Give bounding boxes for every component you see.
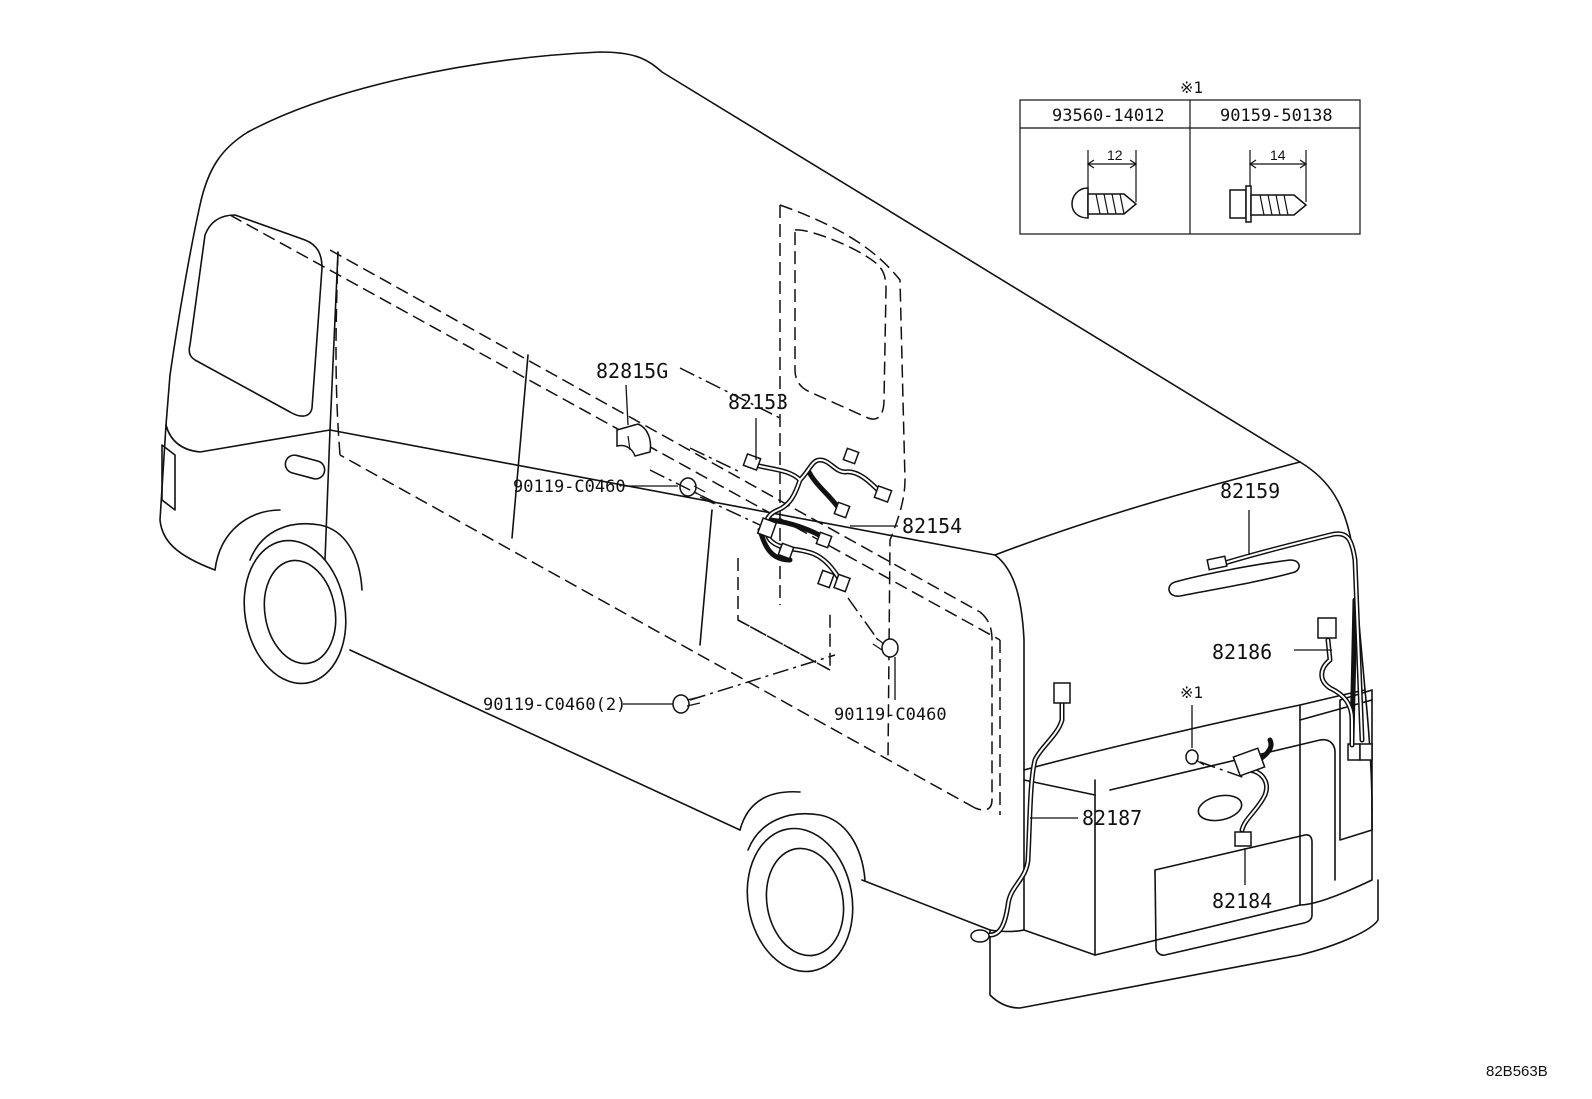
van-body-outline [159,51,1379,1009]
label-82186: 82186 [1212,640,1272,664]
left-wire-harness [970,682,1071,943]
right-wire-harness [1317,617,1355,748]
label-90119-right: 90119-C0460 [834,705,947,725]
table-col2-part: 90159-50138 [1220,106,1333,126]
label-82184: 82184 [1212,889,1272,913]
label-82154: 82154 [902,514,962,538]
table-col1-dim: 12 [1107,147,1123,163]
main-wire-harness [742,447,893,593]
hex-flange-screw-icon [1229,150,1308,223]
fastener-table: ※1 93560-14012 90159-50138 12 14 [1019,78,1361,235]
label-82187: 82187 [1082,806,1142,830]
note-mark-screw: ※1 [1180,683,1203,702]
bolt-right-icon [872,637,899,658]
label-82153: 82153 [728,390,788,414]
table-col1-part: 93560-14012 [1052,106,1165,126]
label-90119-upper: 90119-C0460 [513,477,626,497]
label-82159: 82159 [1220,479,1280,503]
illustration-ref: 82B563B [1486,1063,1548,1080]
callout-labels: 82815G 82153 90119-C0460 82154 90119-C04… [483,359,1280,913]
oval-head-screw-icon [1071,150,1138,219]
table-note-mark: ※1 [1180,78,1203,97]
screw-note-icon [1185,749,1205,766]
license-wire-harness [1232,737,1274,847]
label-90119-lower: 90119-C0460(2) [483,695,626,715]
leader-lines [623,367,1332,885]
bolt-upper-icon [679,477,706,498]
table-col2-dim: 14 [1270,147,1286,163]
clip-82815g [616,423,652,457]
label-82815g: 82815G [596,359,668,383]
